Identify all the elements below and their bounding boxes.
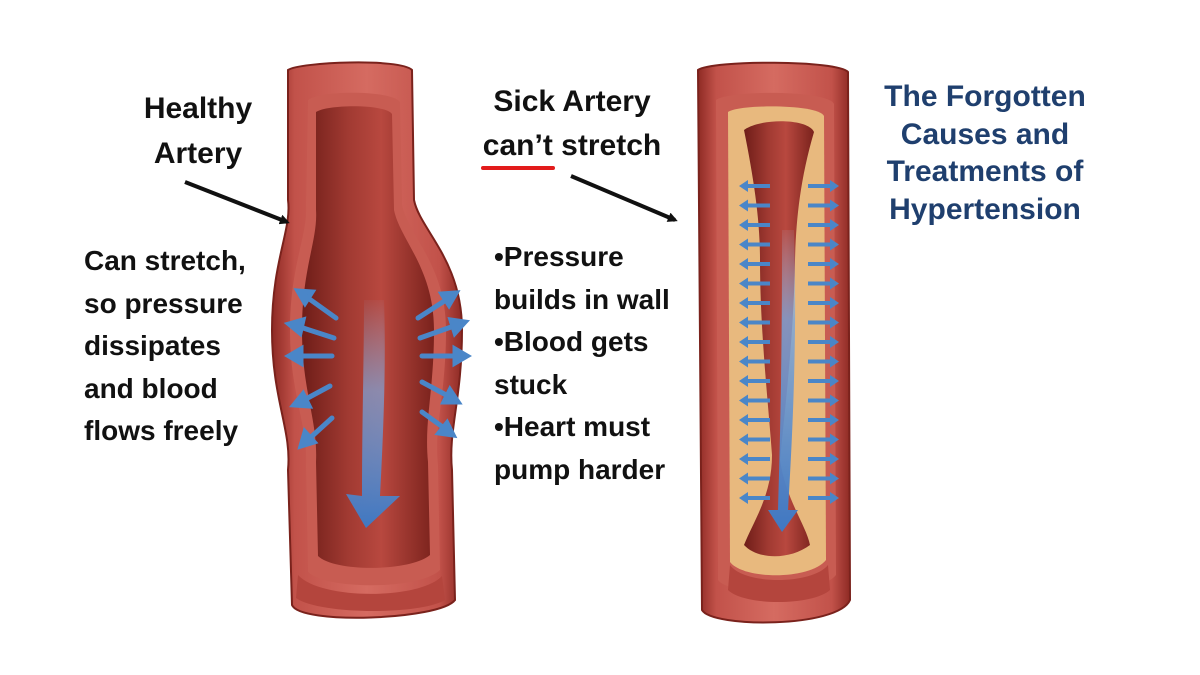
pressure-arrow (808, 453, 839, 465)
pressure-arrow (808, 258, 839, 270)
pressure-arrow (808, 433, 839, 446)
pressure-arrow (808, 394, 839, 407)
pressure-arrow (808, 238, 839, 251)
pressure-arrow (739, 238, 770, 251)
pressure-arrow (288, 383, 333, 409)
pressure-arrow (808, 492, 839, 504)
sick-title-line-1: Sick Artery (493, 85, 651, 118)
pressure-arrow (739, 277, 770, 290)
sick-desc-line: stuck (494, 368, 568, 400)
pressure-arrow (739, 375, 770, 387)
cant-underlined-word: can’t (480, 124, 555, 170)
sick-pressure-arrows (739, 180, 839, 504)
sick-desc-line: •Heart must (494, 411, 651, 443)
healthy-blood-flow-arrow (346, 300, 400, 528)
pressure-arrow (417, 316, 471, 341)
pressure-arrow (808, 219, 839, 231)
sick-desc-line: builds in wall (494, 283, 670, 315)
headline: The Forgotten Causes and Treatments of H… (840, 78, 1130, 228)
pressure-arrow (739, 180, 770, 192)
pressure-arrow (739, 199, 770, 212)
pressure-arrow (297, 415, 335, 450)
healthy-pressure-arrows (283, 288, 472, 450)
sick-title-line-2-rest: stretch (552, 128, 662, 162)
healthy-pointer-arrow (184, 180, 290, 225)
pressure-arrow (739, 414, 770, 426)
headline-line-1: The Forgotten (884, 80, 1086, 113)
pressure-arrow (739, 316, 770, 329)
pressure-arrow (739, 258, 770, 270)
pressure-arrow (808, 375, 839, 387)
pressure-arrow (739, 472, 770, 485)
sick-artery-label: Sick Artery can’t stretch (462, 80, 682, 170)
sick-blood-flow-arrow (768, 230, 798, 532)
pressure-arrow (808, 336, 839, 348)
pressure-arrow (739, 219, 770, 231)
healthy-description: Can stretch, so pressure dissipates and … (84, 240, 246, 453)
pressure-arrow (739, 336, 770, 348)
pressure-arrow (808, 297, 839, 309)
pressure-arrow (293, 288, 339, 321)
pressure-arrow (808, 472, 839, 485)
sick-description: •Pressure builds in wall •Blood gets stu… (494, 236, 670, 491)
pressure-arrow (808, 277, 839, 290)
sick-pointer-arrow (570, 174, 678, 222)
healthy-artery-label: Healthy Artery (128, 86, 268, 176)
pressure-arrow (284, 344, 335, 368)
pressure-arrow (739, 355, 770, 368)
healthy-desc-line: Can stretch, (84, 245, 246, 276)
healthy-desc-line: dissipates (84, 330, 221, 362)
healthy-desc-line: and blood (84, 372, 218, 404)
healthy-desc-line: so pressure (84, 287, 243, 319)
pressure-arrow (419, 344, 472, 368)
healthy-title-line-2: Artery (153, 137, 243, 170)
pressure-arrow (739, 433, 770, 446)
headline-line-4: Hypertension (889, 192, 1081, 226)
pressure-arrow (808, 355, 839, 368)
headline-line-3: Treatments of (886, 155, 1084, 188)
pressure-arrow (739, 492, 770, 504)
pressure-arrow (283, 316, 337, 341)
pressure-arrow (808, 199, 839, 212)
headline-line-2: Causes and (900, 117, 1070, 151)
pressure-arrow (419, 379, 463, 405)
pressure-arrow (808, 180, 839, 192)
healthy-title-line-1: Healthy (143, 92, 253, 125)
pressure-arrow (739, 297, 770, 309)
sick-desc-line: •Blood gets (494, 326, 649, 358)
pressure-arrow (808, 414, 839, 426)
sick-desc-line: pump harder (494, 453, 666, 485)
pressure-arrow (415, 290, 461, 321)
sick-title-line-2: can’t stretch (462, 124, 682, 170)
pressure-arrow (739, 453, 770, 465)
sick-desc-line: •Pressure (494, 241, 624, 272)
pressure-arrow (419, 409, 458, 439)
healthy-desc-line: flows freely (84, 415, 239, 447)
pressure-arrow (808, 316, 839, 329)
pressure-arrow (739, 394, 770, 407)
